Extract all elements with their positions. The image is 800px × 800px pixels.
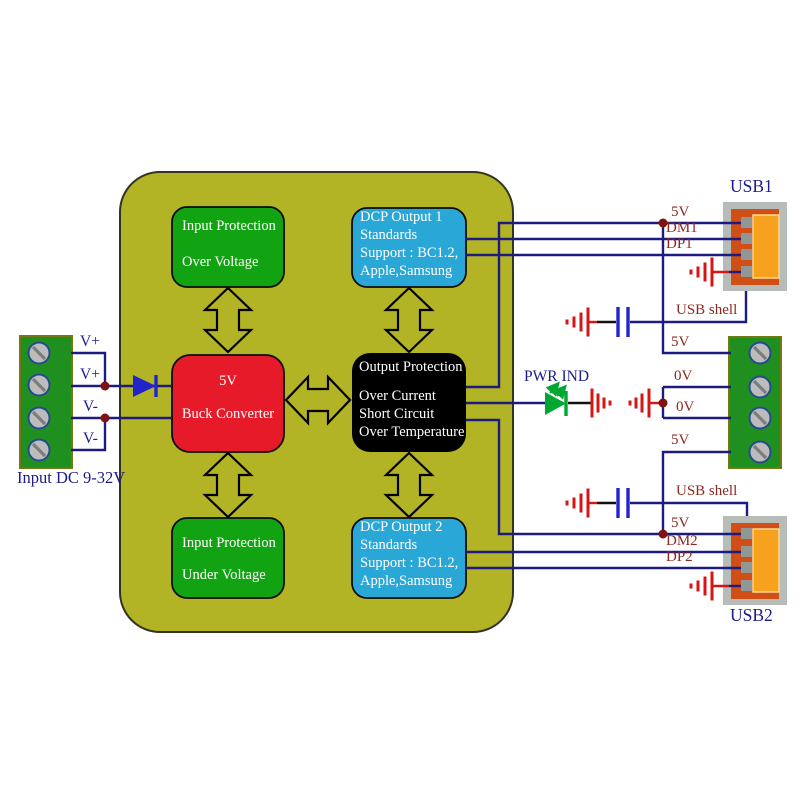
ground-icon-led [590,388,612,418]
label-usb-shell-bottom: USB shell [676,483,738,499]
block-label: Short Circuit [359,406,435,422]
label-term-0v-top: 0V [674,368,693,384]
wires-black [568,320,616,505]
arrow-undervoltage-buck [202,451,254,519]
arrows [202,286,435,519]
block-label: Standards [360,227,418,243]
wires [71,221,749,588]
arrow-dcp1-protection [383,286,435,354]
block-label: Over Current [359,388,436,404]
block-output-protection [352,353,466,452]
label-usb-shell-top: USB shell [676,302,738,318]
block-label: Output Protection [359,359,463,375]
wire-vminus-jumper [71,418,107,452]
led-icon [545,381,568,416]
junction-dot [658,529,668,539]
block-label: Support : BC1.2, [360,555,459,571]
usb2-pins [741,528,752,591]
block-label: DCP Output 2 [360,519,443,535]
ground-icon-shell-top [565,307,597,337]
block-label: DCP Output 1 [360,209,443,225]
wire-5v-usb2 [466,418,741,536]
wire-5v-bus-top [661,223,731,355]
terminal-screw-icon [27,341,51,462]
capacitor-icon-top [616,307,630,337]
arrow-dcp2-protection [383,451,435,519]
block-label: Over Temperature [359,424,465,440]
wire-usb-shell-top [630,291,748,324]
label-usb1: USB1 [730,176,773,196]
block-dcp-output-2 [351,517,467,599]
label-term-5v-top: 5V [671,334,690,350]
ground-icon-shell-bottom [565,488,597,518]
grounds [565,257,729,601]
block-label: Standards [360,537,418,553]
output-terminal-block [728,336,782,469]
block-label: Input Protection [182,218,276,234]
junction-dot [658,398,668,408]
wire-vplus-jumper [71,351,107,386]
block-label: Over Voltage [182,254,259,270]
label-vminus-2: V- [83,430,98,447]
block-input-protection-over-voltage [171,206,285,288]
label-vminus-1: V- [83,398,98,415]
label-input-caption: Input DC 9-32V [17,468,126,487]
junction-dots [100,218,668,539]
label-usb2-5v: 5V [671,515,690,531]
label-dp2: DP2 [666,549,693,565]
ground-icon-0v [628,388,660,418]
usb2-connector [723,516,787,605]
ground-icon-usb1 [689,257,729,287]
label-term-0v-bottom: 0V [676,399,695,415]
block-buck-converter [171,354,285,453]
usb1-tongue [752,214,780,279]
usb1-connector [723,202,787,291]
ground-icon-usb2 [689,571,729,601]
diode-icon [133,375,158,397]
block-label: Under Voltage [182,567,266,583]
label-dm1: DM1 [666,220,698,236]
wire-usb-shell-bottom [630,501,749,516]
wire-5v-bus-bottom [661,450,731,534]
label-vplus-1: V+ [80,333,100,350]
block-label: Buck Converter [181,406,275,422]
block-label: Apple,Samsung [360,263,453,279]
capacitor-icon-bottom [616,488,630,518]
label-term-5v-bottom: 5V [671,432,690,448]
junction-dot [658,218,668,228]
wire-5v-usb1 [466,221,741,389]
label-dm2: DM2 [666,533,698,549]
capacitors [616,307,630,518]
junction-dot [100,381,110,391]
arrow-buck-protection [284,374,352,426]
usb2-tongue [752,528,780,593]
label-vplus-2: V+ [80,366,100,383]
block-label: 5V [219,373,237,389]
arrow-overvoltage-buck [202,286,254,354]
junction-dot [100,413,110,423]
block-label: Support : BC1.2, [360,245,459,261]
label-dp1: DP1 [666,236,693,252]
block-dcp-output-1 [351,207,467,288]
block-label: Input Protection [182,535,276,551]
label-usb1-5v: 5V [671,204,690,220]
input-terminal-block [19,335,73,469]
block-input-protection-under-voltage [171,517,285,599]
terminal-screw-icon [748,341,772,464]
label-usb2: USB2 [730,605,773,625]
usb1-pins [741,217,752,277]
label-pwr-ind: PWR IND [524,368,590,385]
block-label: Apple,Samsung [360,573,453,589]
